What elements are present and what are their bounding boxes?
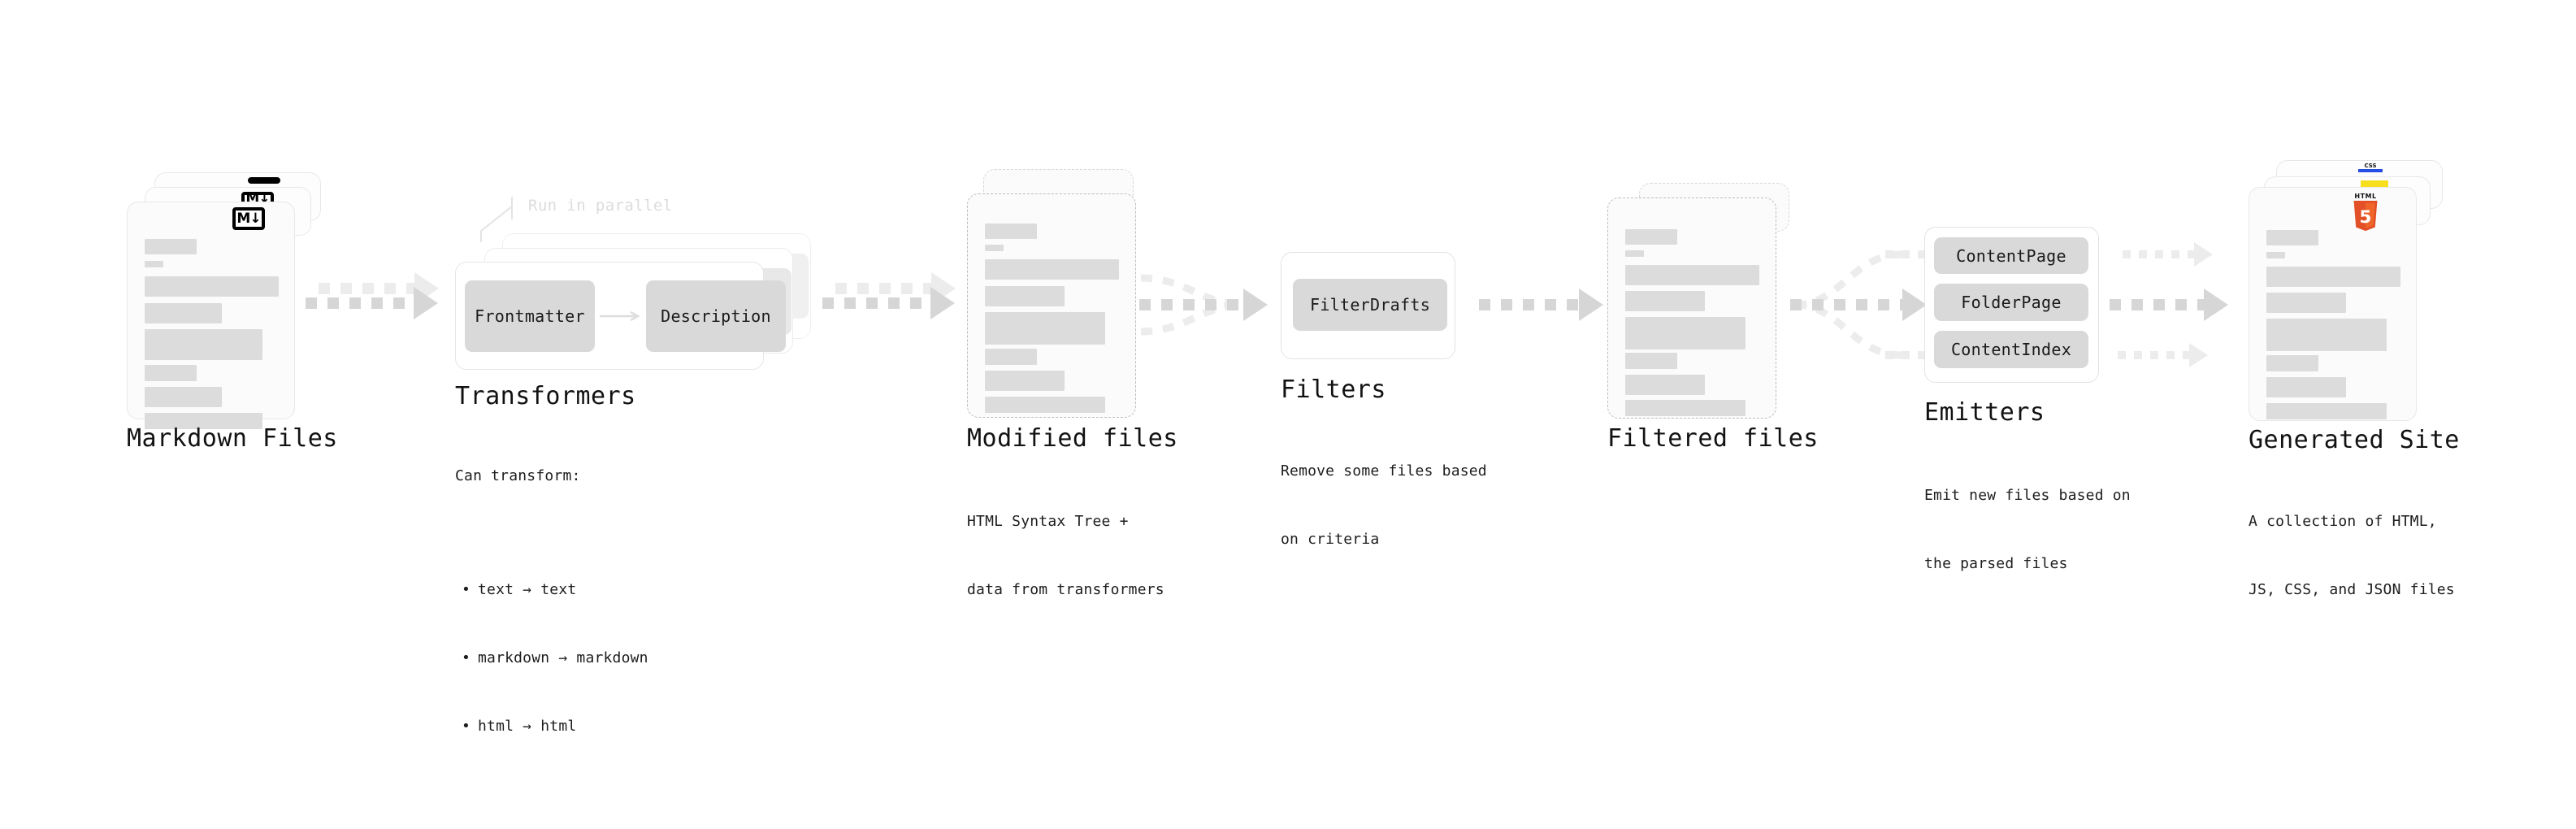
run-in-parallel-label: Run in parallel: [528, 197, 673, 215]
skeleton-line: [2266, 230, 2318, 245]
flow-arrow: [1479, 289, 1609, 321]
skeleton-line: [145, 365, 197, 381]
svg-text:5: 5: [2359, 207, 2371, 228]
skeleton-line: [145, 276, 279, 297]
transform-bullet: text → text: [455, 579, 648, 601]
stage-title-filtered-files: Filtered files: [1607, 424, 1819, 453]
emitter-chip-contentpage[interactable]: ContentPage: [1934, 237, 2088, 274]
transformer-chip-description[interactable]: Description: [646, 280, 786, 352]
transform-bullets: text → text markdown → markdown html → h…: [455, 533, 648, 783]
html5-shield: 5: [2353, 201, 2378, 232]
flow-arrow: [2110, 289, 2231, 321]
flow-arrow: [1139, 289, 1273, 321]
modified-file-card-front: [967, 193, 1136, 418]
subtitle-line: on criteria: [1281, 531, 1380, 548]
skeleton-line: [2266, 319, 2387, 351]
skeleton-line: [985, 312, 1105, 345]
diagram-canvas: M↓ M↓ M↓ Markdown Files: [0, 0, 2576, 681]
filter-chip-filterdrafts[interactable]: FilterDrafts: [1293, 279, 1447, 331]
stage-title-generated-site: Generated Site: [2249, 426, 2460, 454]
css-underline: [2358, 169, 2383, 172]
skeleton-line: [985, 349, 1037, 365]
skeleton-line: [1625, 317, 1746, 349]
skeleton-line: [145, 303, 222, 323]
stage-subtitle-modified-files: HTML Syntax Tree + data from transformer…: [967, 465, 1164, 647]
skeleton-line: [145, 329, 262, 360]
skeleton-line: [985, 286, 1065, 306]
skeleton-line: [1625, 229, 1677, 245]
skeleton-line: [1625, 353, 1677, 369]
stage-subtitle-generated-site: A collection of HTML, JS, CSS, and JSON …: [2249, 465, 2455, 647]
stage-title-markdown-files: Markdown Files: [127, 424, 338, 453]
transform-bullet: markdown → markdown: [455, 647, 648, 670]
transform-bullet: html → html: [455, 715, 648, 738]
skeleton-line: [2266, 252, 2285, 258]
subtitle-line: JS, CSS, and JSON files: [2249, 581, 2455, 598]
css3-icon: CSS: [2358, 163, 2383, 172]
markdown-file-card-front: [127, 202, 295, 429]
markdown-badge-icon: M↓: [248, 177, 280, 184]
skeleton-line: [1625, 265, 1759, 285]
subtitle-line: Emit new files based on: [1924, 487, 2131, 504]
flow-arrow: [306, 287, 440, 319]
subtitle-line: Remove some files based: [1281, 462, 1487, 480]
filtered-file-card-front: [1607, 197, 1776, 419]
transform-intro: Can transform:: [455, 467, 581, 484]
skeleton-line: [985, 224, 1037, 239]
skeleton-line: [985, 259, 1119, 280]
subtitle-line: HTML Syntax Tree +: [967, 513, 1129, 530]
skeleton-line: [2266, 293, 2346, 313]
stage-subtitle-filters: Remove some files based on criteria: [1281, 414, 1487, 597]
skeleton-line: [985, 397, 1105, 413]
subtitle-line: the parsed files: [1924, 555, 2068, 572]
stage-title-filters: Filters: [1281, 375, 1386, 404]
skeleton-line: [985, 245, 1004, 251]
stage-title-transformers: Transformers: [455, 382, 636, 410]
run-in-parallel-bracket-icon: [480, 197, 513, 242]
css-label: CSS: [2364, 163, 2377, 169]
stage-title-emitters: Emitters: [1924, 398, 2045, 427]
stage-title-modified-files: Modified files: [967, 424, 1178, 453]
skeleton-line: [2266, 267, 2400, 287]
skeleton-line: [985, 371, 1065, 391]
skeleton-line: [145, 239, 197, 254]
subtitle-line: A collection of HTML,: [2249, 513, 2437, 530]
skeleton-line: [2266, 377, 2346, 397]
transformer-chip-frontmatter[interactable]: Frontmatter: [465, 280, 595, 352]
html5-icon: HTML 5: [2348, 193, 2383, 232]
subtitle-line: data from transformers: [967, 581, 1164, 598]
emitter-chip-contentindex[interactable]: ContentIndex: [1934, 331, 2088, 368]
stage-subtitle-emitters: Emit new files based on the parsed files: [1924, 439, 2131, 621]
flow-arrow: [1790, 289, 1932, 321]
skeleton-line: [1625, 291, 1705, 311]
skeleton-line: [2266, 355, 2318, 371]
skeleton-line: [145, 413, 262, 429]
flow-arrow: [2118, 343, 2215, 367]
skeleton-line: [2266, 403, 2387, 419]
stage-subtitle-transformers: Can transform: text → text markdown → ma…: [455, 419, 648, 829]
flow-arrow: [822, 287, 956, 319]
flow-arrow: [2123, 242, 2220, 267]
site-file-card-front: [2249, 187, 2417, 421]
skeleton-line: [1625, 250, 1644, 257]
skeleton-line: [1625, 375, 1705, 395]
markdown-badge-icon: M↓: [232, 207, 265, 230]
emitter-chip-folderpage[interactable]: FolderPage: [1934, 284, 2088, 321]
skeleton-line: [145, 261, 163, 267]
skeleton-line: [1625, 400, 1746, 416]
html5-word: HTML: [2354, 193, 2377, 200]
skeleton-line: [145, 387, 222, 407]
